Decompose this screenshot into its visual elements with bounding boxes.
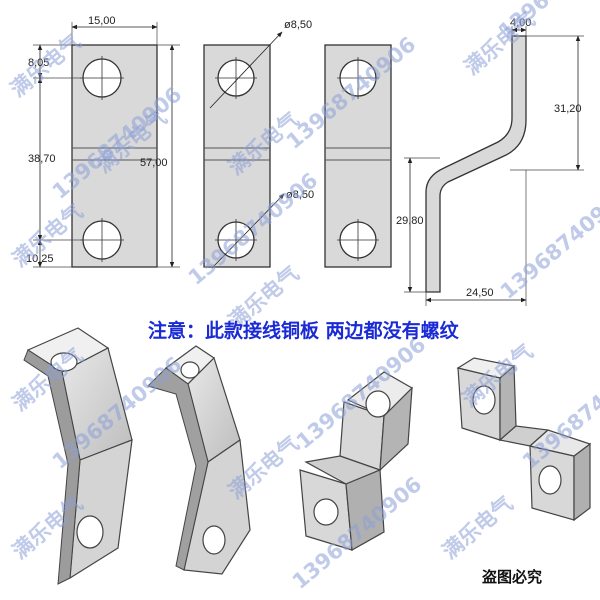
dim-hole-offset-top: 8,05 — [28, 57, 49, 69]
copyright-text: 盗图必究 — [482, 568, 543, 586]
render-3d-4 — [456, 357, 592, 522]
dim-hole-diameter-top: ø8,50 — [284, 19, 312, 31]
dim-offset-width: 24,50 — [466, 287, 494, 299]
z-bend-profile — [425, 35, 527, 293]
front-view-plain — [324, 44, 392, 268]
dim-upper-height: 31,20 — [554, 103, 582, 115]
dim-hole-spacing: 38,70 — [28, 153, 56, 165]
dim-thickness: 4,00 — [510, 17, 531, 29]
watermark-phone: 13968740906 — [494, 0, 600, 44]
dim-hole-diameter-bottom: ø8,50 — [286, 189, 314, 201]
notice-text: 注意：此款接线铜板 两边都没有螺纹 — [148, 320, 459, 342]
render-3d-2 — [147, 345, 251, 575]
front-view-dimensioned: 15,00 8,05 38,70 10,25 57,00 — [26, 15, 180, 268]
dim-total-length: 57,00 — [140, 157, 168, 169]
dim-hole-offset-bottom: 10,25 — [26, 253, 54, 265]
watermark-shop: 满乐电气 — [438, 491, 518, 563]
dim-width-top: 15,00 — [88, 15, 116, 27]
dim-lower-height: 29,80 — [396, 215, 424, 227]
watermark-phone: 13968740906 — [496, 182, 600, 304]
render-3d-1 — [23, 327, 133, 585]
front-view-hole-diameters: ø8,50 ø8,50 — [203, 19, 314, 269]
render-3d-3 — [299, 371, 413, 551]
side-profile-view: 4,00 31,20 29,80 24,50 — [396, 17, 584, 306]
